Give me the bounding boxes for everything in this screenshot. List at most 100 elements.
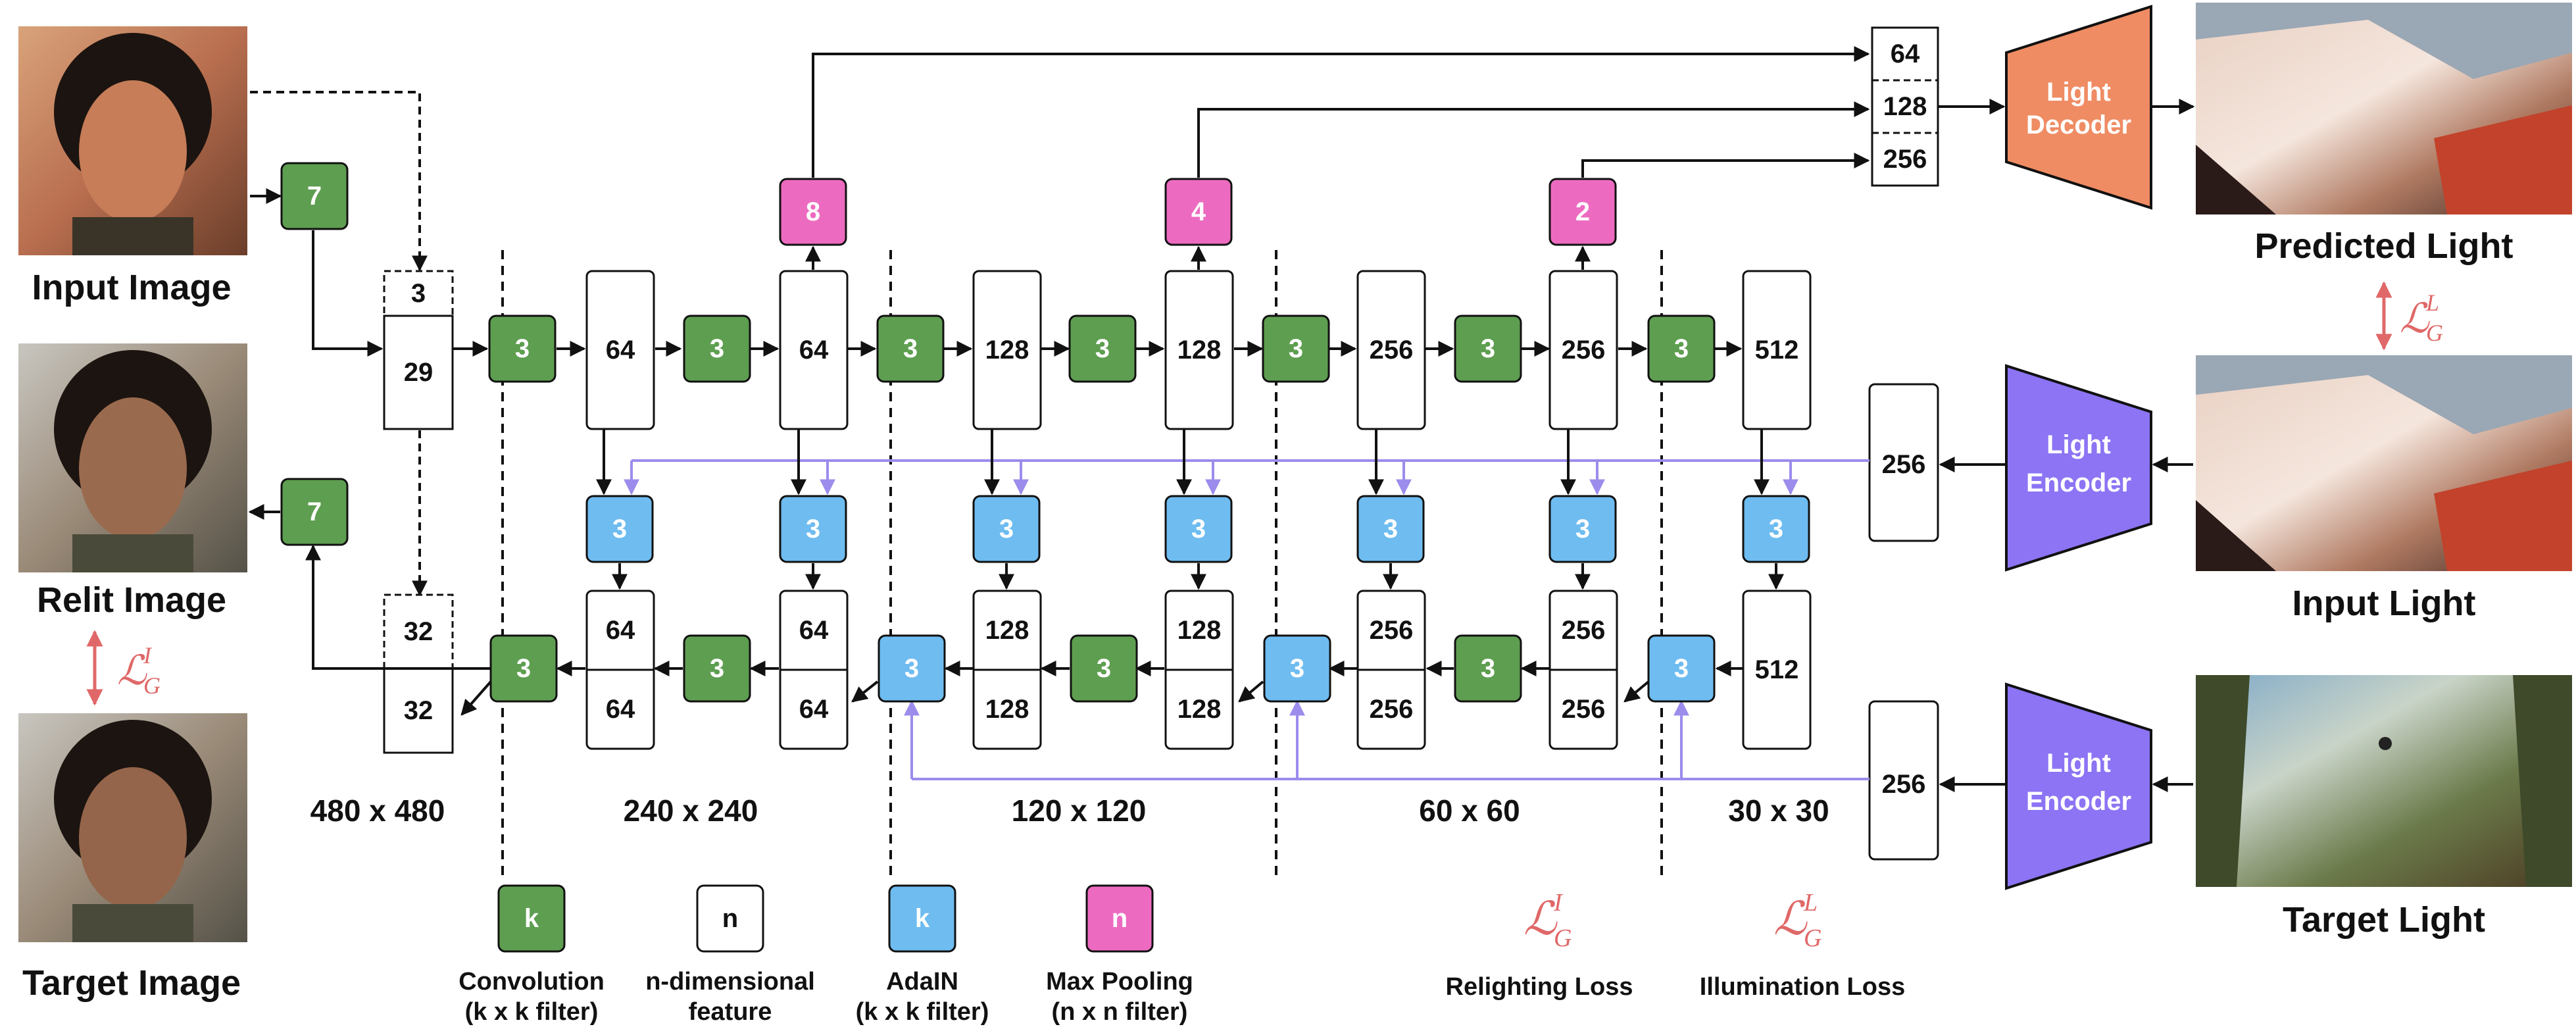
svg-text:128: 128	[985, 336, 1029, 365]
svg-text:64: 64	[799, 695, 829, 724]
svg-text:3: 3	[806, 515, 820, 543]
svg-text:Light: Light	[2046, 430, 2111, 459]
legend: k Convolution (k x k filter) n n-dimensi…	[458, 884, 1905, 1026]
pool-2: 2	[1548, 178, 1617, 246]
legend-feature: n n-dimensional feature	[645, 884, 815, 1026]
enc-feat-256a: 256	[1356, 270, 1426, 430]
decoder-features: 64 64 64 64 128 128 128 128 256 256	[585, 590, 1812, 750]
svg-text:3: 3	[1290, 654, 1304, 683]
decoder-conv-blocks: 3 3 3 3	[489, 634, 1522, 703]
adain-row-5: 3	[1356, 495, 1425, 563]
encoder-features: 64 64 128 128 256 256 512	[585, 270, 1812, 430]
svg-text:ℒ: ℒ	[117, 649, 147, 693]
svg-text:n: n	[722, 904, 738, 933]
adain-row-6: 3	[1548, 495, 1617, 563]
light-loss-symbol: ℒ L G	[2400, 290, 2443, 346]
svg-text:(n x n filter): (n x n filter)	[1052, 998, 1188, 1026]
svg-text:29: 29	[404, 358, 433, 387]
svg-text:3: 3	[999, 515, 1014, 543]
enc-feat-64a: 64	[585, 270, 655, 430]
svg-text:feature: feature	[689, 998, 772, 1026]
svg-text:G: G	[1804, 924, 1821, 952]
target-light-label: Target Light	[2283, 900, 2485, 940]
target-light-image	[2196, 675, 2572, 887]
adain-dec-1: 3	[878, 634, 946, 703]
legend-pooling: n Max Pooling (n x n filter)	[1046, 884, 1193, 1026]
target-image	[18, 713, 247, 942]
pool-4: 4	[1164, 178, 1233, 246]
svg-text:64: 64	[606, 336, 635, 365]
input-feature-stack: 3 29	[383, 270, 454, 430]
svg-text:256: 256	[1370, 336, 1414, 365]
svg-text:Convolution: Convolution	[458, 968, 605, 995]
dec-stack-256b: 256 256	[1548, 590, 1618, 750]
svg-text:I: I	[143, 642, 153, 668]
dec-stack-128b: 128 128	[1164, 590, 1234, 750]
input-light-image	[2196, 355, 2572, 571]
svg-text:512: 512	[1755, 336, 1799, 365]
svg-text:32: 32	[404, 617, 433, 646]
light-encoder-input: Light Encoder	[2005, 364, 2152, 572]
adain-dec-3: 3	[1647, 634, 1716, 703]
output-conv-block: 7	[280, 478, 349, 546]
main-flow-arrows	[453, 245, 1784, 716]
light-code-target: 256	[1868, 700, 1939, 861]
svg-text:ℒ: ℒ	[2400, 297, 2430, 341]
relit-image	[18, 343, 247, 572]
svg-text:L: L	[2425, 290, 2439, 316]
resolution-labels: 480 x 480 240 x 240 120 x 120 60 x 60 30…	[310, 794, 1829, 828]
svg-text:(k x k filter): (k x k filter)	[465, 998, 599, 1026]
skip-connection-lines	[812, 46, 1870, 178]
legend-relighting-loss: ℒ I G Relighting Loss	[1446, 889, 1633, 1001]
light-decoder: Light Decoder	[2005, 5, 2152, 210]
svg-text:3: 3	[1095, 334, 1110, 363]
svg-text:256: 256	[1562, 616, 1606, 645]
svg-text:L: L	[1803, 889, 1818, 917]
svg-text:3: 3	[1769, 515, 1783, 543]
svg-text:128: 128	[1177, 616, 1222, 645]
svg-text:AdaIN: AdaIN	[886, 968, 958, 995]
svg-text:512: 512	[1755, 655, 1799, 684]
encoder-conv-1: 3	[488, 315, 557, 383]
svg-text:256: 256	[1562, 336, 1606, 365]
svg-text:3: 3	[1481, 334, 1495, 363]
light-code-input: 256	[1868, 383, 1939, 542]
light-encoder-target: Light Encoder	[2005, 682, 2152, 890]
decoder-conv-4: 3	[1454, 634, 1522, 703]
svg-text:256: 256	[1882, 770, 1926, 799]
svg-text:Encoder: Encoder	[2026, 468, 2131, 497]
enc-feat-512: 512	[1742, 270, 1812, 430]
svg-text:4: 4	[1191, 197, 1206, 226]
adain-decoder-blocks: 3 3 3	[878, 634, 1716, 703]
svg-text:(k x k filter): (k x k filter)	[856, 998, 989, 1026]
input-skip-dashed-line	[250, 91, 428, 272]
svg-text:128: 128	[1177, 695, 1222, 724]
adain-row-4: 3	[1164, 495, 1233, 563]
svg-text:2: 2	[1575, 197, 1590, 226]
svg-text:Encoder: Encoder	[2026, 787, 2131, 816]
svg-text:256: 256	[1882, 450, 1926, 479]
pool-8: 8	[779, 178, 847, 246]
svg-text:Max Pooling: Max Pooling	[1046, 968, 1193, 995]
input-light-injection-lines	[624, 459, 1870, 495]
svg-text:Light: Light	[2046, 749, 2111, 778]
svg-text:256: 256	[1370, 616, 1414, 645]
svg-text:3: 3	[1674, 334, 1689, 363]
enc-feat-64b: 64	[779, 270, 849, 430]
svg-text:k: k	[915, 904, 930, 933]
svg-text:3: 3	[516, 654, 531, 683]
svg-text:Light: Light	[2046, 78, 2111, 107]
resolution-120: 120 x 120	[1012, 794, 1147, 828]
svg-text:7: 7	[307, 497, 322, 526]
svg-text:ℒ: ℒ	[1773, 894, 1808, 945]
input-image	[18, 26, 247, 255]
enc-feat-128b: 128	[1164, 270, 1234, 430]
svg-text:64: 64	[799, 336, 829, 365]
resolution-480: 480 x 480	[310, 794, 445, 828]
target-light-injection-lines	[904, 699, 1870, 780]
svg-text:Decoder: Decoder	[2026, 111, 2131, 139]
svg-text:3: 3	[1481, 654, 1495, 683]
encoder-conv-blocks: 3 3 3 3 3 3 3	[488, 315, 1716, 383]
legend-illumination-loss: ℒ L G Illumination Loss	[1700, 889, 1905, 1001]
svg-text:3: 3	[710, 654, 724, 683]
